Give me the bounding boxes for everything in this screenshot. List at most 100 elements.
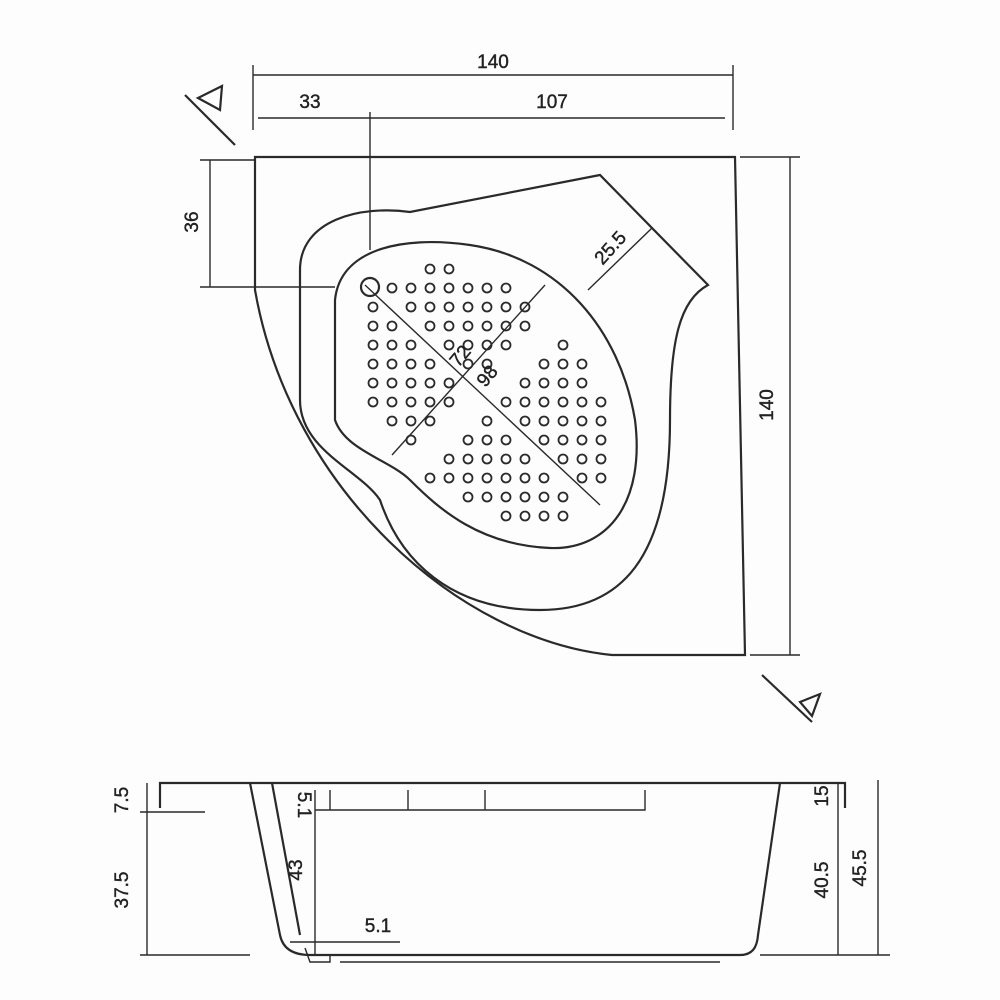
anti-slip-dot [595, 415, 607, 427]
anti-slip-dot [462, 282, 474, 294]
anti-slip-dot [519, 415, 531, 427]
anti-slip-dot [538, 358, 550, 370]
anti-slip-dot [481, 320, 493, 332]
anti-slip-dot [595, 472, 607, 484]
anti-slip-dot [557, 339, 569, 351]
anti-slip-dot [462, 339, 474, 351]
anti-slip-dot [557, 510, 569, 522]
anti-slip-dot [557, 453, 569, 465]
anti-slip-dot [500, 510, 512, 522]
anti-slip-dot [595, 396, 607, 408]
basin-length-line [364, 284, 601, 506]
anti-slip-dot [481, 415, 493, 427]
anti-slip-dot [386, 320, 398, 332]
tub-base [304, 947, 720, 963]
left-offset-label: 33 [299, 92, 320, 113]
anti-slip-dot [500, 396, 512, 408]
anti-slip-dot [462, 301, 474, 313]
anti-slip-dot [405, 396, 417, 408]
anti-slip-dot [538, 415, 550, 427]
anti-slip-dot [405, 301, 417, 313]
anti-slip-dot [519, 510, 531, 522]
right-offset-label: 107 [536, 92, 568, 113]
anti-slip-dot [462, 320, 474, 332]
anti-slip-dot [538, 510, 550, 522]
anti-slip-dot [481, 491, 493, 503]
anti-slip-dot [538, 377, 550, 389]
anti-slip-dot [576, 415, 588, 427]
anti-slip-dot [557, 358, 569, 370]
anti-slip-dot [443, 301, 455, 313]
anti-slip-dot [424, 377, 436, 389]
tub-inner-wall [270, 782, 302, 936]
anti-slip-dot [462, 434, 474, 446]
anti-slip-dot [576, 453, 588, 465]
anti-slip-dot [424, 301, 436, 313]
view-triangle-icon [195, 84, 224, 112]
anti-slip-dot [462, 453, 474, 465]
anti-slip-dot [557, 415, 569, 427]
anti-slip-dot [500, 339, 512, 351]
anti-slip-dot [519, 453, 531, 465]
anti-slip-dot [462, 358, 474, 370]
anti-slip-dot [481, 358, 493, 370]
anti-slip-dot [405, 377, 417, 389]
anti-slip-dot [500, 434, 512, 446]
top-depth-label: 36 [182, 211, 203, 232]
anti-slip-dot [576, 396, 588, 408]
drain-icon [359, 276, 381, 298]
depth-label: 140 [757, 389, 778, 421]
anti-slip-dot [576, 472, 588, 484]
anti-slip-dot [576, 377, 588, 389]
inner-depth-label: 43 [286, 859, 307, 880]
tub-basin [333, 241, 638, 550]
section-line [184, 94, 236, 146]
anti-slip-dot [519, 472, 531, 484]
anti-slip-dot [538, 472, 550, 484]
anti-slip-dot [367, 396, 379, 408]
basin-width-line [391, 284, 546, 456]
anti-slip-dot [538, 396, 550, 408]
anti-slip-dot [386, 377, 398, 389]
base-height-label: 37.5 [112, 872, 133, 909]
anti-slip-dot [481, 301, 493, 313]
anti-slip-dot [500, 453, 512, 465]
anti-slip-dot [481, 453, 493, 465]
anti-slip-dot [424, 415, 436, 427]
total-height-label: 45.5 [850, 850, 871, 887]
anti-slip-dot [405, 339, 417, 351]
anti-slip-dot [557, 491, 569, 503]
anti-slip-dot [443, 282, 455, 294]
seat-step-label: 5.1 [293, 792, 314, 818]
anti-slip-dot [500, 320, 512, 332]
anti-slip-dot [424, 263, 436, 275]
anti-slip-dot [557, 434, 569, 446]
anti-slip-dot [557, 396, 569, 408]
anti-slip-dot [367, 339, 379, 351]
side-view: 7.5 37.5 5.1 43 5.1 15 40.5 45.5 [112, 780, 890, 963]
shelf-dimension-line [587, 227, 653, 291]
tub-outer-wall [248, 782, 782, 957]
anti-slip-dot [576, 434, 588, 446]
anti-slip-dot [386, 396, 398, 408]
anti-slip-dot [538, 434, 550, 446]
anti-slip-dots [367, 263, 607, 522]
anti-slip-dot [481, 472, 493, 484]
rim-height-label: 7.5 [112, 787, 133, 813]
anti-slip-dot [405, 358, 417, 370]
anti-slip-dot [386, 415, 398, 427]
width-label: 140 [477, 52, 509, 73]
plan-view: 140 33 107 72 98 25.5 36 140 [182, 52, 822, 723]
anti-slip-dot [367, 377, 379, 389]
anti-slip-dot [481, 282, 493, 294]
basin-length-label: 98 [473, 362, 503, 392]
anti-slip-dot [443, 472, 455, 484]
tub-outline [253, 155, 747, 657]
anti-slip-dot [500, 301, 512, 313]
anti-slip-dot [443, 396, 455, 408]
anti-slip-dot [424, 472, 436, 484]
anti-slip-dot [595, 434, 607, 446]
anti-slip-dot [443, 320, 455, 332]
anti-slip-dot [405, 282, 417, 294]
